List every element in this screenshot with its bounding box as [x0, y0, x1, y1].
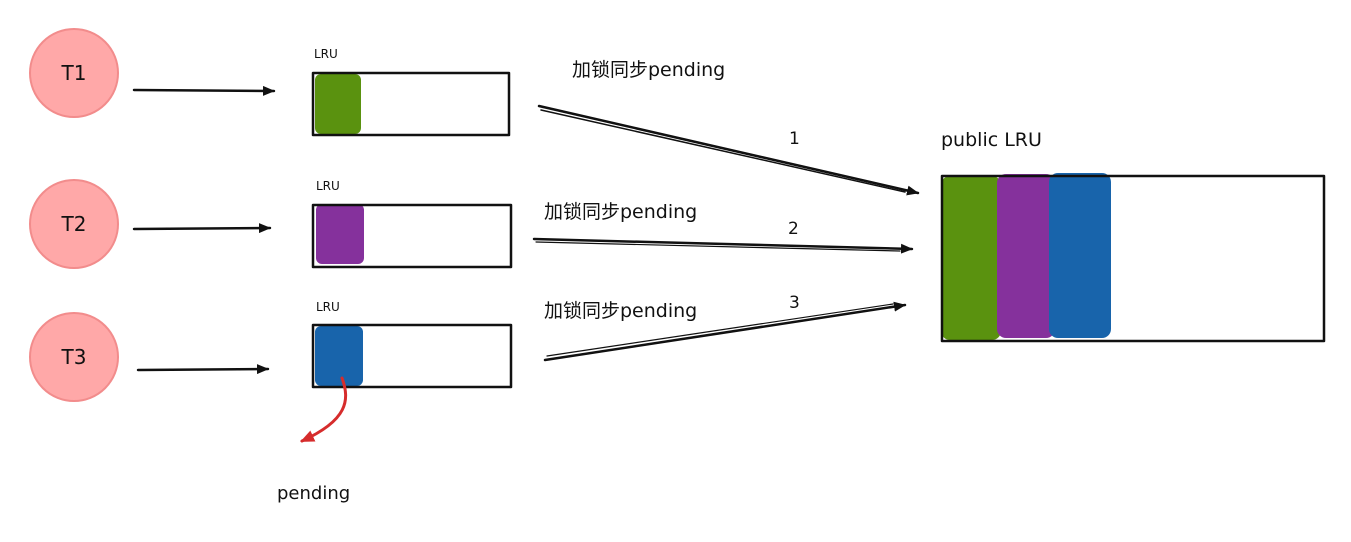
arrow-lru2-to-public: [532, 237, 914, 254]
sync-label-1: 加锁同步pending: [572, 59, 725, 81]
public-lru-label: public LRU: [941, 129, 1042, 151]
step-2: 2: [788, 219, 799, 239]
thread-t1-circle: [29, 28, 119, 118]
thread-t2-circle: [29, 179, 119, 269]
arrow-lru3-to-public: [543, 301, 907, 362]
sync-label-2: 加锁同步pending: [544, 201, 697, 223]
local-lru-2-block: [316, 204, 364, 264]
public-lru: public LRU: [940, 129, 1326, 343]
pending-label: pending: [277, 483, 350, 504]
thread-t3: T3: [29, 312, 119, 402]
public-lru-box: [940, 174, 1326, 343]
local-lru-1-label: LRU: [314, 47, 338, 61]
arrow-t3-to-lru: [136, 364, 270, 375]
step-3: 3: [789, 293, 800, 313]
thread-t2: T2: [29, 179, 119, 269]
local-lru-3: LRU: [311, 300, 513, 389]
local-lru-2: LRU: [311, 179, 513, 269]
arrow-t2-to-lru: [132, 223, 272, 234]
local-lru-1-block: [315, 74, 361, 134]
thread-t2-label: T2: [61, 212, 87, 236]
thread-t3-label: T3: [61, 345, 87, 369]
local-lru-1: LRU: [311, 47, 511, 137]
pending-arrow: [300, 376, 348, 443]
local-lru-2-label: LRU: [316, 179, 340, 193]
thread-t1-label: T1: [61, 61, 87, 85]
sync-label-3: 加锁同步pending: [544, 300, 697, 322]
arrow-t1-to-lru: [132, 85, 276, 96]
local-lru-3-label: LRU: [316, 300, 340, 314]
local-lru-2-box: [311, 203, 513, 269]
local-lru-3-box: [311, 323, 513, 389]
local-lru-3-block: [315, 326, 363, 386]
public-lru-block-green: [941, 176, 1001, 340]
step-1: 1: [789, 129, 800, 149]
local-lru-1-box: [311, 71, 511, 137]
public-lru-block-purple: [997, 174, 1055, 338]
thread-t1: T1: [29, 28, 119, 118]
arrow-lru1-to-public: [537, 104, 920, 196]
thread-t3-circle: [29, 312, 119, 402]
public-lru-block-blue: [1049, 173, 1111, 338]
